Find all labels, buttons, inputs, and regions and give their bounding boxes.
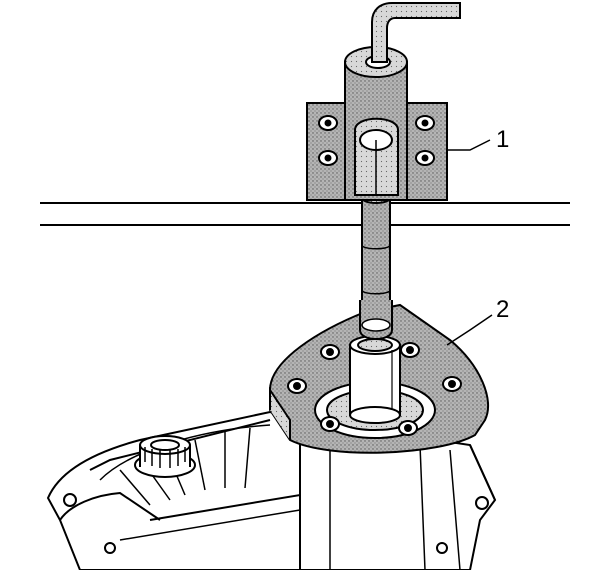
output-shaft [134,435,196,478]
press-base-tool [306,46,448,201]
press-table [40,202,570,226]
callout-1-label: 1 [496,126,509,153]
driver-shaft [359,192,393,340]
installer-sleeve [349,335,401,424]
leader-lines [446,139,493,346]
callout-2-label: 2 [496,296,509,323]
handle-tube [371,2,461,63]
